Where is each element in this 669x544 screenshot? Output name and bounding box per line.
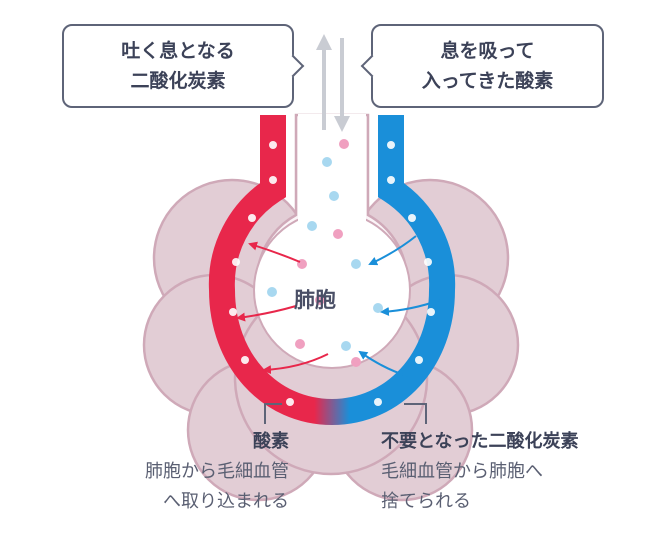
co2-caption-title: 不要となった二酸化炭素 — [381, 431, 579, 452]
oxygen-caption: 酸素 肺胞から毛細血管 へ取り込まれる — [145, 427, 289, 517]
co2-diffusion-arrows — [358, 235, 441, 377]
inhaled-bubble-line2: 入ってきた酸素 — [421, 70, 554, 92]
exhaled-bubble-line2: 二酸化炭素 — [130, 70, 226, 92]
co2-caption-line2: 捨てられる — [381, 491, 471, 512]
oxygen-molecules — [267, 157, 383, 351]
caption-brackets — [264, 403, 427, 424]
co2-caption-line1: 毛細血管から肺胞へ — [381, 461, 543, 482]
exhaled-co2-bubble: 吐く息となる 二酸化炭素 — [62, 24, 305, 108]
deoxygenated-blood-cells — [374, 141, 435, 406]
oxygen-caption-title: 酸素 — [253, 431, 289, 452]
co2-caption: 不要となった二酸化炭素 毛細血管から肺胞へ 捨てられる — [381, 427, 578, 517]
inhaled-oxygen-bubble: 息を吸って 入ってきた酸素 — [360, 24, 604, 108]
airway — [253, 113, 411, 369]
air-flow-arrows — [316, 34, 350, 132]
oxygen-diffusion-arrows — [236, 241, 329, 375]
co2-molecules — [295, 139, 361, 367]
oxygenated-blood-cells — [229, 141, 294, 406]
oxygen-caption-line2: へ取り込まれる — [163, 491, 289, 512]
oxygen-caption-line1: 肺胞から毛細血管 — [145, 461, 289, 482]
exhaled-bubble-line1: 吐く息となる — [121, 40, 235, 62]
inhaled-bubble-line1: 息を吸って — [440, 40, 535, 62]
alveolus-label: 肺胞 — [294, 288, 336, 312]
capillary-vessel — [208, 115, 456, 426]
